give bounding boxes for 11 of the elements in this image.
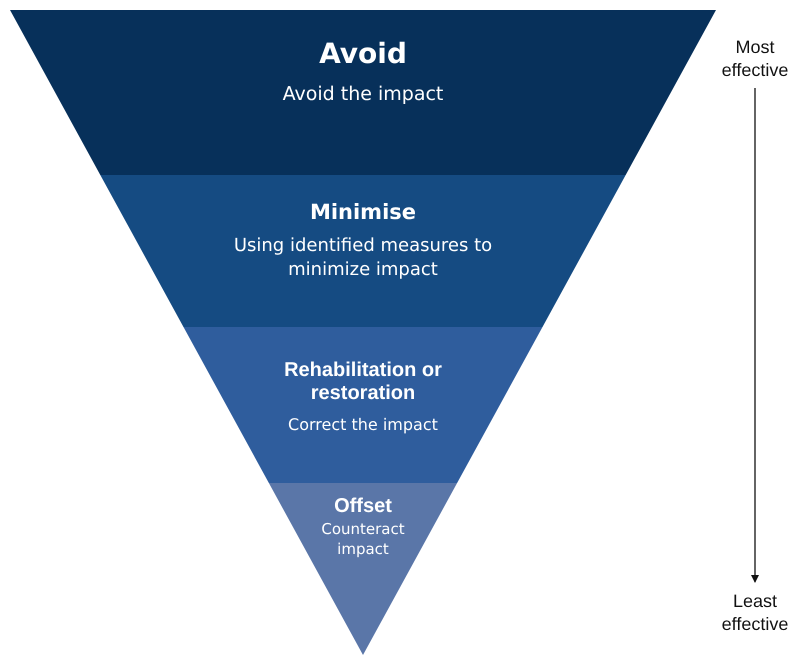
band-description: Correct the impact	[288, 415, 438, 436]
band-description: Avoid the impact	[282, 82, 444, 107]
band-title: Offset	[334, 495, 392, 518]
band-description: Using identified measures to minimize impact	[232, 234, 494, 281]
scale-label: Most effective	[712, 36, 798, 81]
scale-label: Least effective	[712, 590, 798, 635]
arrow	[751, 88, 759, 583]
band-title: Minimise	[310, 200, 416, 224]
band-title: Avoid	[319, 38, 407, 70]
band-title: Rehabilitation or restoration	[283, 359, 443, 405]
band-description: Counteract impact	[320, 520, 406, 559]
